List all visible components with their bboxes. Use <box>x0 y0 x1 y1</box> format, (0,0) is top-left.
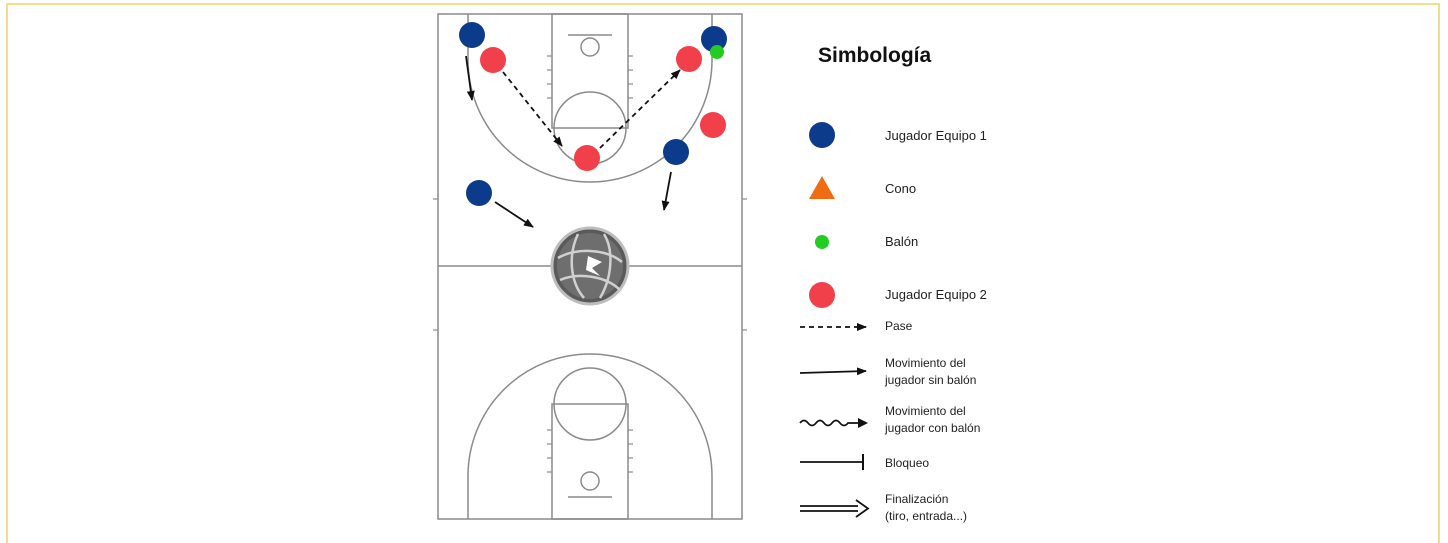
pass-arrow <box>502 71 563 147</box>
team1-player <box>466 180 492 206</box>
top-key <box>551 13 629 129</box>
top-free-throw-circle <box>553 91 627 129</box>
diagram-frame <box>6 3 1440 543</box>
legend-ball-symbol <box>815 235 829 249</box>
legend-move-ball-symbol <box>799 419 858 427</box>
top-hoop <box>580 37 600 57</box>
basketball-logo-icon <box>550 226 630 306</box>
legend-move-no-ball-symbol <box>799 367 867 376</box>
top-three-point-arc <box>467 14 713 183</box>
team1-player <box>663 139 689 165</box>
bottom-free-throw-circle <box>553 367 627 405</box>
team2-player <box>700 112 726 138</box>
movement-arrow <box>465 55 475 101</box>
bottom-free-throw-circle-lower <box>553 403 627 441</box>
team1-player <box>701 26 727 52</box>
legend-cone-symbol <box>809 176 835 199</box>
ball-marker <box>710 45 724 59</box>
bottom-three-point-arc <box>467 353 713 519</box>
team2-player <box>676 46 702 72</box>
team2-player <box>480 47 506 73</box>
legend-finish-arrowhead <box>855 499 870 518</box>
legend-move-ball-arrowhead <box>858 418 868 428</box>
legend-symbols <box>799 122 870 518</box>
basketball-court-diagram <box>433 13 870 520</box>
pass-arrow <box>599 69 681 149</box>
movement-arrow <box>494 201 534 228</box>
movement-arrow <box>661 171 672 211</box>
legend-team1-symbol <box>809 122 835 148</box>
team2-player <box>574 145 600 171</box>
bottom-key <box>551 403 629 520</box>
lane-hash-marks <box>433 55 747 473</box>
legend-team2-symbol <box>809 282 835 308</box>
team1-player <box>459 22 485 48</box>
bottom-hoop <box>580 471 600 491</box>
